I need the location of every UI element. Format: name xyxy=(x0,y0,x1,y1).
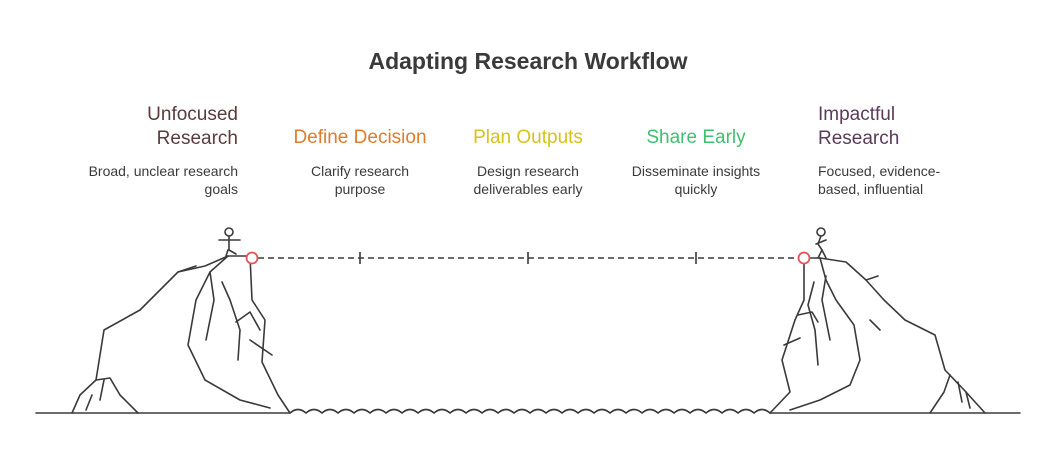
start-stage-description: Broad, unclear research goals xyxy=(60,162,238,198)
end-desc-line1: Focused, evidence- xyxy=(818,163,941,179)
step-define-decision-description: Clarify research purpose xyxy=(270,162,450,198)
step-plan-outputs-desc-line1: Design research xyxy=(477,163,579,179)
step-plan-outputs-title: Plan Outputs xyxy=(473,127,583,148)
start-desc-line1: Broad, unclear research xyxy=(88,163,238,179)
start-point-marker xyxy=(245,251,259,265)
step-share-early-desc-line1: Disseminate insights xyxy=(631,163,761,179)
start-desc-line2: goals xyxy=(204,181,238,197)
step-define-decision-title: Define Decision xyxy=(293,127,427,148)
left-cliff xyxy=(71,255,291,414)
end-desc-line2: based, influential xyxy=(818,181,924,197)
end-stage-title: Impactful Research xyxy=(818,103,978,151)
step-share-early-desc-line2: quickly xyxy=(674,181,718,197)
step-share-early-title: Share Early xyxy=(646,127,746,148)
end-stage-description: Focused, evidence- based, influential xyxy=(818,162,978,198)
step-plan-outputs-desc-line2: deliverables early xyxy=(473,181,583,197)
start-title-line2: Research xyxy=(156,128,238,149)
step-share-early-description: Disseminate insights quickly xyxy=(606,162,786,198)
right-person-figure xyxy=(815,227,827,259)
step-define-decision-desc-line1: Clarify research xyxy=(310,163,410,179)
step-plan-outputs-description: Design research deliverables early xyxy=(438,162,618,198)
end-point-marker xyxy=(797,251,811,265)
step-define-decision-desc-line2: purpose xyxy=(334,181,386,197)
start-title-line1: Unfocused xyxy=(147,104,238,125)
diagram-title: Adapting Research Workflow xyxy=(368,48,688,74)
right-cliff xyxy=(769,257,986,414)
end-title-line2: Research xyxy=(818,128,900,149)
start-stage-title: Unfocused Research xyxy=(90,103,238,151)
water-waves xyxy=(289,408,771,414)
left-person-figure xyxy=(218,227,241,257)
end-title-line1: Impactful xyxy=(818,104,896,125)
